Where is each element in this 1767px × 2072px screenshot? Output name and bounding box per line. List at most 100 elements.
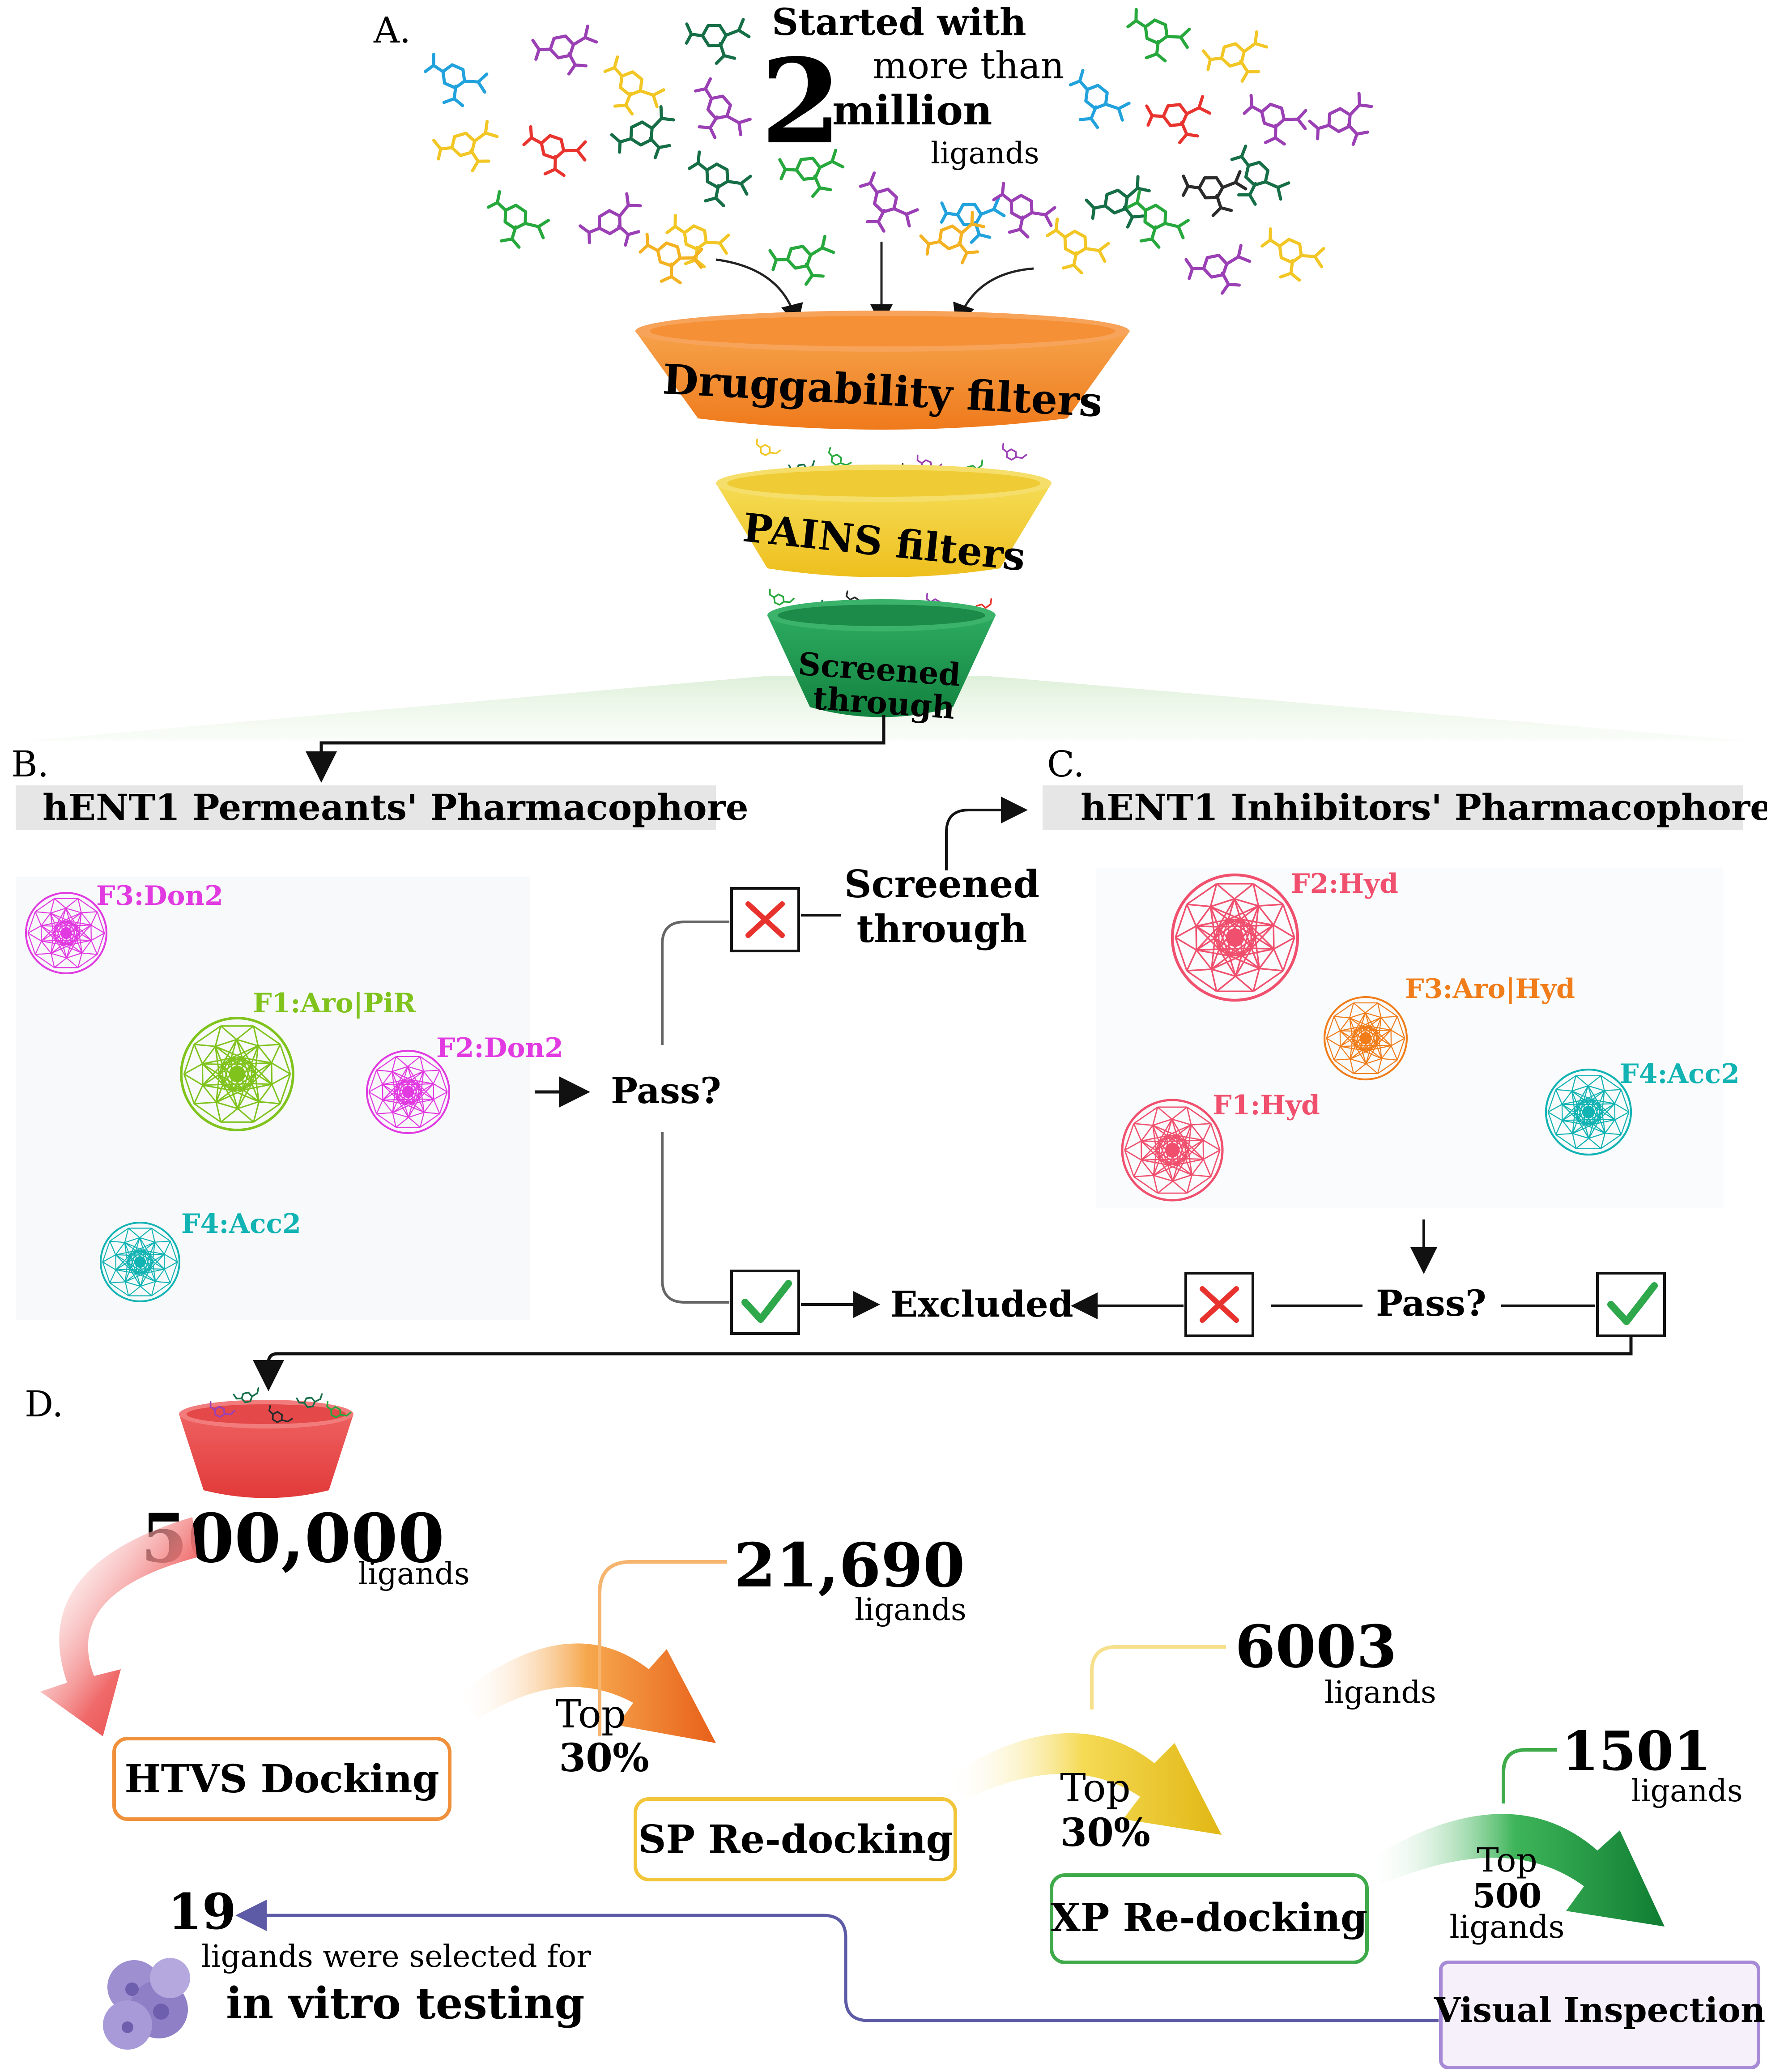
panel-label-d: D. [25,1383,64,1425]
ligand-molecule [1307,87,1384,159]
pass-1-fail-box [730,887,800,952]
ligand-molecule [1143,91,1215,149]
ligand-molecule [1180,166,1249,220]
ligand-molecule [766,588,796,609]
pharmacophore-sphere [180,1017,294,1131]
ligand-molecule [1058,68,1134,138]
ligand-molecule [918,206,994,276]
pass-1-ok-box [730,1270,800,1335]
panel-label-b: B. [11,743,49,785]
start-unit: ligands [358,1556,470,1592]
step-sp-label: SP Re-docking [638,1817,953,1862]
pass-1-line-down [661,1132,729,1304]
funnel-in-arrow-left [715,258,803,327]
permeants-title: hENT1 Permeants' Pharmacophore [43,786,749,828]
screened-through-line1: Screened [844,862,1039,906]
ligand-molecule [846,171,923,243]
step-xp: XP Re-docking [1050,1873,1369,1964]
step-xp-label: XP Re-docking [1051,1895,1367,1940]
ligand-molecule [1183,239,1256,302]
ligand-molecule [529,20,603,83]
step-visual-label: Visual Inspection [1434,1990,1765,2030]
to-permeants-arrow [306,715,886,783]
inhibitor-f2-label: F2:Hyd [1291,868,1398,900]
inhibitors-title-bar [1043,785,1743,830]
step-htvs: HTVS Docking [112,1737,451,1821]
filter-3-line2: 500 [1473,1877,1541,1915]
ligand-molecule [1200,26,1275,92]
to-inhibitors-arrow [945,797,1028,870]
check-icon [741,1280,792,1323]
started-unit: million [832,87,992,134]
inhibitors-model-area [1096,868,1723,1208]
count-2: 6003 [1235,1612,1397,1681]
ligand-molecule [998,443,1028,465]
count-3-bracket [1502,1748,1557,1803]
pass-2-ok-box [1596,1272,1666,1337]
filter-2-line2: 30% [1060,1810,1150,1855]
cross-icon [1200,1286,1239,1323]
pharmacophore-sphere [1121,1099,1224,1202]
final-count: 19 [168,1883,236,1940]
ligand-molecule [681,151,755,213]
ligand-molecule [766,230,840,293]
ligand-molecule [1039,218,1113,281]
filter-1-line1: Top [555,1692,626,1737]
pains-funnel: PAINS filters [716,465,1052,580]
started-line1: Started with [772,1,1026,44]
return-arrow [235,1900,1439,2022]
ligand-molecule [683,14,753,68]
count-1-unit: ligands [855,1592,967,1628]
count-1-bracket [598,1560,727,1736]
curved-arrow-green [1365,1814,1665,1927]
pharmacophore-sphere [25,891,108,975]
pass-1-label: Pass? [611,1070,721,1112]
inhibitors-spheres [1121,873,1632,1202]
started-number: 2 [761,34,842,170]
panel-label-c: C. [1047,743,1085,785]
check-icon [1607,1282,1658,1325]
pass-2-label: Pass? [1376,1282,1486,1324]
ligand-molecule [1083,171,1159,240]
pharmacophore-sphere [100,1222,180,1302]
ligand-molecule [679,77,755,150]
screened-through-line2: through [856,907,1027,951]
inhibitor-f1-label: F1:Hyd [1213,1090,1320,1121]
count-2-bracket [1090,1645,1226,1710]
count-1: 21,690 [734,1530,965,1601]
inhibitor-f3-label: F3:Aro|Hyd [1405,973,1575,1005]
pharmacophore-sphere [1323,996,1408,1081]
ligand-molecule [609,101,686,173]
ligand-molecule [592,55,668,124]
started-line2: more than [873,45,1064,87]
permeant-f1-label: F1:Aro|PiR [253,988,416,1019]
filter-3-line3: ligands [1449,1909,1564,1945]
step-visual: Visual Inspection [1434,1961,1765,2069]
count-3: 1501 [1562,1720,1711,1783]
druggability-funnel: Druggability filters [635,311,1130,430]
final-line1: ligands were selected for [201,1939,591,1974]
cells-icon [103,1958,190,2050]
permeants-spheres [25,891,451,1302]
step-sp: SP Re-docking [634,1797,957,1881]
ligand-molecule [478,190,553,256]
docking-funnel [179,1400,353,1498]
curved-arrow-orange [456,1643,716,1743]
ligand-molecule [519,126,589,180]
count-3-unit: ligands [1631,1774,1743,1809]
filter-1-line2: 30% [559,1735,649,1781]
inhibitors-title: hENT1 Inhibitors' Pharmacophore [1081,786,1767,828]
excluded-label: Excluded [890,1283,1073,1325]
permeant-f4-label: F4:Acc2 [181,1208,301,1240]
panel-label-a: A. [373,9,411,51]
pass-2-fail-box [1184,1272,1254,1337]
permeants-title-bar [16,785,716,830]
pass-1-line-up [661,921,729,1045]
step-htvs-label: HTVS Docking [124,1757,439,1802]
count-2-unit: ligands [1324,1675,1436,1710]
permeant-f2-label: F2:Don2 [436,1032,563,1064]
curved-arrow-red [40,1517,197,1736]
cross-icon [745,901,785,938]
filter-2-line1: Top [1060,1766,1131,1811]
